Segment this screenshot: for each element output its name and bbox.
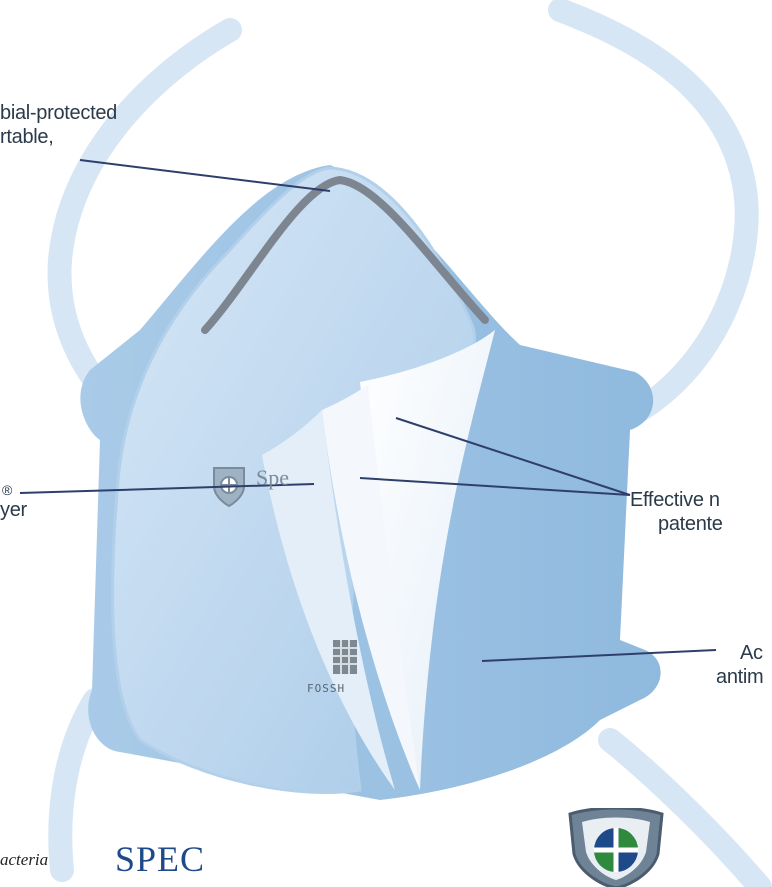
callout-nose-wire: bial-protected rtable, [0,101,117,149]
callout-left-line2: yer [0,498,27,522]
mask-stamp-text: FOSSH [307,682,345,695]
callout-nose-line1: bial-protected [0,101,117,125]
callout-left-layer: ® yer [0,482,27,522]
footnote-text: acteria [0,850,48,870]
brand-logo [566,808,772,887]
callout-right-line2: patente [630,512,723,536]
callout-left-line1: ® [0,482,27,498]
brand-name: SPEC [115,838,205,880]
callout-outer-layer: Ac antim [716,641,763,689]
filter-print-pattern [333,640,357,674]
shield-logo-icon [570,808,662,887]
callout-lower-line2: antim [716,665,763,689]
mask-logo-text: Spe [256,465,289,491]
callout-lower-line1: Ac [716,641,763,665]
callout-filter-layers: Effective n patente [630,488,723,536]
callout-nose-line2: rtable, [0,125,117,149]
callout-right-line1: Effective n [630,488,723,512]
